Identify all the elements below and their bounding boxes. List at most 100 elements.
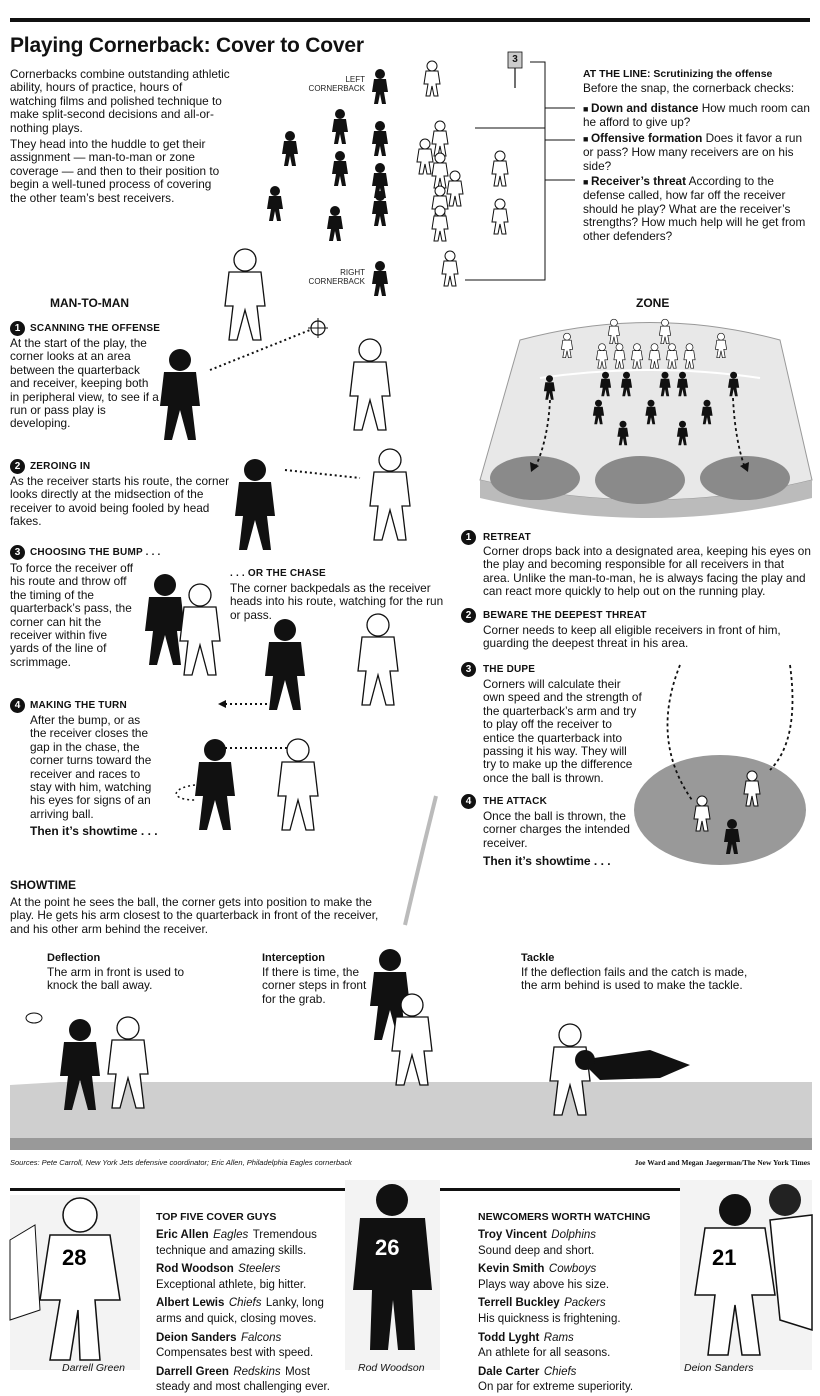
top-five-heading: TOP FIVE COVER GUYS <box>156 1211 277 1223</box>
svg-text:28: 28 <box>62 1245 86 1270</box>
intro-paragraph-2: They head into the huddle to get their a… <box>10 137 220 205</box>
man-step-4-number: 4 <box>10 698 25 713</box>
caption-rod-woodson: Rod Woodson <box>358 1362 425 1374</box>
zone-step-4-title: THE ATTACK <box>483 796 548 807</box>
check-formation-text: Does it favor a run or pass? How many re… <box>583 131 803 173</box>
man-step-3-text: To force the receiver off his route and … <box>10 561 134 669</box>
svg-text:26: 26 <box>375 1235 399 1260</box>
page-title: Playing Cornerback: Cover to Cover <box>10 34 364 57</box>
rod-woodson-photo: 26 <box>345 1180 440 1370</box>
receiver-scanning <box>349 338 391 431</box>
man-step-3-number: 3 <box>10 545 25 560</box>
check-formation-term: Offensive formation <box>583 131 702 145</box>
darrell-green-photo: 28 <box>9 1195 140 1370</box>
man-to-man-heading: MAN-TO-MAN <box>50 296 130 310</box>
chase-text: The corner backpedals as the receiver he… <box>230 581 444 622</box>
showtime-heading: SHOWTIME <box>10 878 76 892</box>
zone-step-2-text: Corner needs to keep all eligible receiv… <box>483 623 781 651</box>
man-step-1-number: 1 <box>10 321 25 336</box>
zone-step-1-number: 1 <box>461 530 476 545</box>
zone-circle-left <box>490 456 580 500</box>
showtime-field <box>10 1082 812 1140</box>
chase-title: . . . OR THE CHASE <box>230 568 326 579</box>
man-step-2-number: 2 <box>10 459 25 474</box>
corner-chase <box>265 619 305 710</box>
list-item: Deion Sanders Falcons Compensates best w… <box>156 1331 314 1360</box>
zone-step-3-text: Corners will calculate their own speed a… <box>483 677 642 785</box>
zone-circle-middle <box>595 456 685 504</box>
zone-step-1-text: Corner drops back into a designated area… <box>483 544 811 599</box>
check-threat-text: According to the defense called, how far… <box>583 174 806 243</box>
man-step-3-title: CHOOSING THE BUMP . . . <box>30 547 161 558</box>
ball-trail <box>403 795 438 926</box>
check-receiver-threat: Receiver’s threat According to the defen… <box>583 174 811 243</box>
zone-step-3-number: 3 <box>461 662 476 677</box>
at-the-line-heading: AT THE LINE: Scrutinizing the offense <box>583 68 773 80</box>
list-item: Albert Lewis Chiefs Lanky, long arms and… <box>156 1297 324 1325</box>
intro-paragraph-1: Cornerbacks combine outstanding athletic… <box>10 67 230 135</box>
corner-turn <box>195 739 235 830</box>
top-five-list: Eric Allen Eagles Tremendous technique a… <box>156 1227 341 1395</box>
tackle-corner <box>580 1050 690 1080</box>
check-down-distance: Down and distance How much room can he a… <box>583 101 811 130</box>
list-item: Darrell Green Redskins Most steady and m… <box>156 1365 330 1394</box>
left-cornerback-label: LEFT CORNERBACK <box>308 75 365 93</box>
deion-sanders-photo: 21 <box>680 1180 813 1370</box>
check-down-distance-term: Down and distance <box>583 101 698 115</box>
quarterback-figure <box>224 248 266 341</box>
dupe-zone-circle <box>634 755 806 865</box>
zone-circle-right <box>700 456 790 500</box>
interception-text: If there is time, the corner steps in fr… <box>262 965 367 1006</box>
zone-step-2-title: BEWARE THE DEEPEST THREAT <box>483 610 647 621</box>
zone-step-2-number: 2 <box>461 608 476 623</box>
zone-heading: ZONE <box>636 296 670 310</box>
at-the-line-intro: Before the snap, the cornerback checks: <box>583 81 795 95</box>
check-offensive-formation: Offensive formation Does it favor a run … <box>583 131 811 173</box>
ball-deflection <box>25 1012 43 1024</box>
corner-bump <box>145 574 185 665</box>
zone-step-4-number: 4 <box>461 794 476 809</box>
offense-formation <box>416 60 509 287</box>
man-step-1-title: SCANNING THE OFFENSE <box>30 323 161 334</box>
newcomers-heading: NEWCOMERS WORTH WATCHING <box>478 1211 651 1223</box>
check-down-distance-text: How much room can he afford to give up? <box>583 101 810 130</box>
zone-showtime: Then it’s showtime . . . <box>483 854 611 868</box>
zone-step-1-title: RETREAT <box>483 532 531 543</box>
receiver-zeroing <box>369 448 411 541</box>
deflection-text: The arm in front is used to knock the ba… <box>47 965 185 993</box>
receiver-bump <box>179 583 221 676</box>
credit: Joe Ward and Megan Jaegerman/The New Yor… <box>634 1158 810 1167</box>
zone-field-edge <box>480 480 812 518</box>
list-item: Eric Allen Eagles Tremendous technique a… <box>156 1229 317 1257</box>
receiver-chase <box>357 613 399 706</box>
caption-deion-sanders: Deion Sanders <box>684 1362 754 1374</box>
list-item: Rod Woodson Steelers Exceptional athlete… <box>156 1263 307 1291</box>
defense-formation <box>267 69 388 296</box>
tackle-title: Tackle <box>521 952 555 964</box>
man-step-2-text: As the receiver starts his route, the co… <box>10 474 229 529</box>
showtime-text: At the point he sees the ball, the corne… <box>10 895 379 936</box>
zone-step-4-text: Once the ball is thrown, the corner char… <box>483 809 630 850</box>
svg-text:21: 21 <box>712 1245 736 1270</box>
interception-title: Interception <box>262 952 325 964</box>
zone-step-3-title: THE DUPE <box>483 664 536 675</box>
check-threat-term: Receiver’s threat <box>583 174 686 188</box>
tackle-text: If the deflection fails and the catch is… <box>521 965 748 993</box>
receiver-turn <box>277 738 319 831</box>
deflection-title: Deflection <box>47 952 101 964</box>
man-showtime: Then it’s showtime . . . <box>30 824 158 838</box>
man-step-4-title: MAKING THE TURN <box>30 700 127 711</box>
man-step-1-text: At the start of the play, the corner loo… <box>10 336 159 431</box>
caption-darrell-green: Darrell Green <box>62 1362 126 1374</box>
corner-zeroing <box>235 459 275 550</box>
sources: Sources: Pete Carroll, New York Jets def… <box>10 1158 352 1167</box>
corner-scanning <box>160 349 200 440</box>
top-rule <box>10 18 810 22</box>
